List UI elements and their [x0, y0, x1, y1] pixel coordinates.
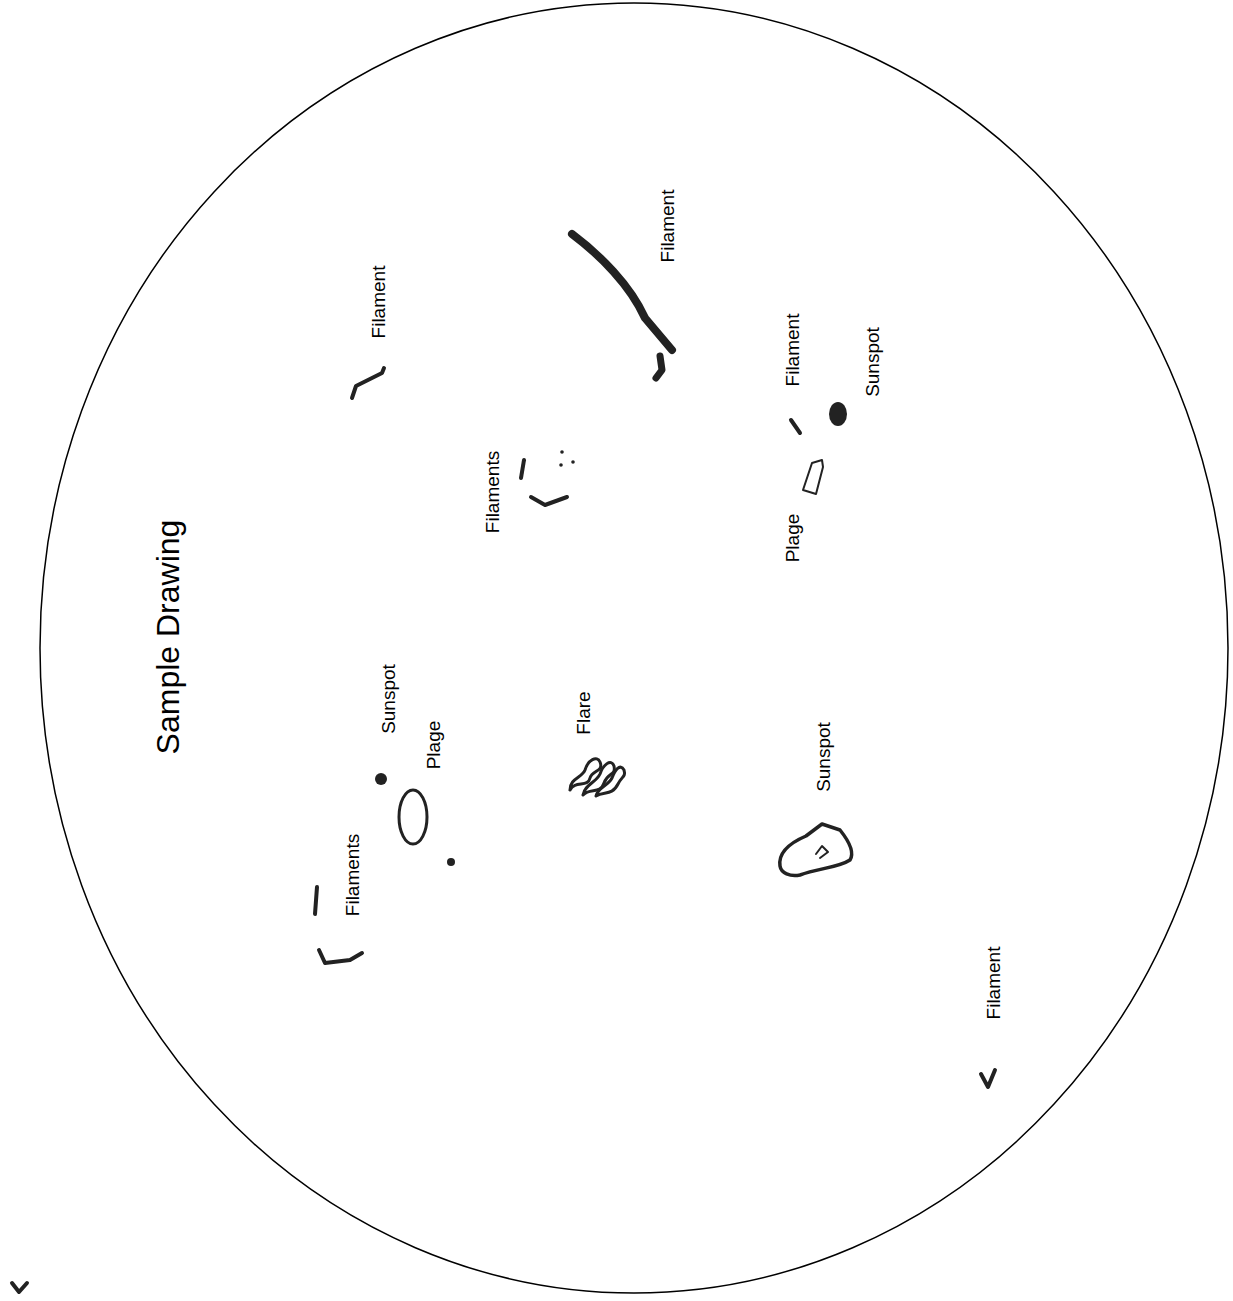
feature-label: Filament: [658, 190, 677, 263]
feature-label: Plage: [424, 721, 443, 770]
filament-mark: [791, 420, 800, 433]
sunspot-dot: [829, 402, 847, 426]
drawing-title: Sample Drawing: [152, 520, 184, 755]
feature-label: Flare: [574, 691, 593, 734]
filament-mark: [315, 887, 317, 914]
solar-features: [12, 234, 995, 1292]
filament-mark: [352, 368, 384, 398]
sunspot-dot: [447, 858, 455, 866]
sunspot-outline: [780, 824, 852, 876]
flare-mark: [570, 759, 601, 790]
feature-label: Plage: [783, 514, 802, 563]
feature-label: Filaments: [343, 834, 362, 916]
solar-disk: [40, 3, 1228, 1293]
solar-spots: [375, 402, 847, 866]
dot: [559, 463, 563, 467]
plage-outline: [803, 460, 823, 494]
feature-label: Filament: [783, 314, 802, 387]
dot: [560, 450, 564, 454]
flare-mark: [596, 767, 625, 796]
dot: [571, 460, 575, 464]
feature-label: Sunspot: [863, 327, 882, 397]
filament-mark: [521, 460, 524, 478]
tick-mark: [12, 1283, 27, 1292]
plage-outline: [399, 790, 427, 844]
feature-label: Sunspot: [379, 664, 398, 734]
feature-label: Filament: [984, 947, 1003, 1020]
filament-mark: [656, 356, 662, 378]
filament-mark: [981, 1070, 995, 1087]
filament-mark: [531, 497, 567, 505]
sunspot-umbra: [816, 846, 828, 858]
feature-label: Sunspot: [814, 722, 833, 792]
feature-label: Filament: [369, 266, 388, 339]
feature-label: Filaments: [483, 451, 502, 533]
filament-mark: [319, 950, 362, 963]
sunspot-dot: [375, 773, 387, 785]
